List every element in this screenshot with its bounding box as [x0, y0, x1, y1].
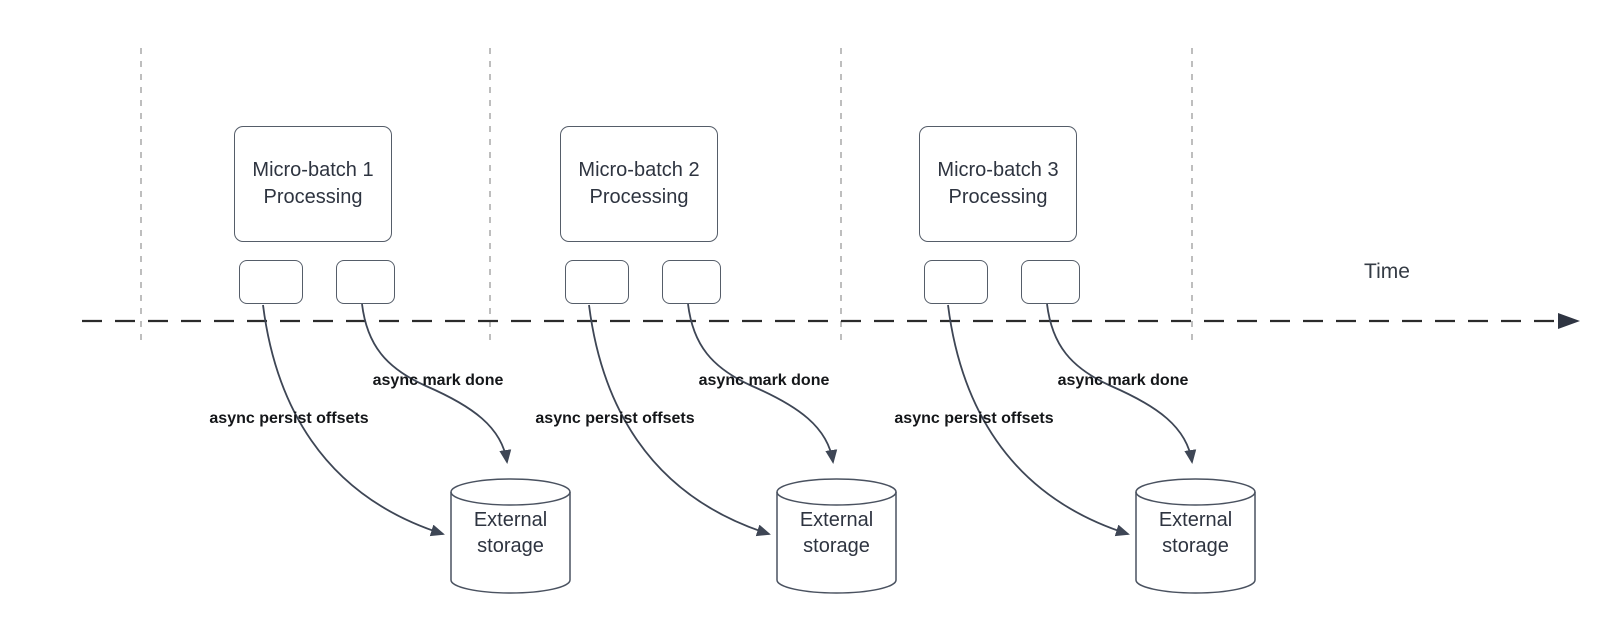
process-box: Micro-batch 2 Processing	[560, 126, 718, 242]
storage-label: External storage	[799, 509, 874, 557]
mark-done-task-box	[336, 260, 395, 304]
mark-done-label: async mark done	[372, 372, 504, 389]
mark-done-task-box	[662, 260, 721, 304]
storage-label: External storage	[1158, 509, 1233, 557]
persist-task-box	[924, 260, 988, 304]
time-axis-label: Time	[1364, 260, 1410, 283]
storage-label: External storage	[473, 509, 548, 557]
mark-done-task-box	[1021, 260, 1080, 304]
mark-done-label: async mark done	[698, 372, 830, 389]
persist-offsets-label: async persist offsets	[209, 410, 369, 427]
process-box: Micro-batch 1 Processing	[234, 126, 392, 242]
mark-done-label: async mark done	[1057, 372, 1189, 389]
persist-offsets-label: async persist offsets	[535, 410, 695, 427]
persist-task-box	[565, 260, 629, 304]
persist-task-box	[239, 260, 303, 304]
persist-offsets-label: async persist offsets	[894, 410, 1054, 427]
process-box: Micro-batch 3 Processing	[919, 126, 1077, 242]
